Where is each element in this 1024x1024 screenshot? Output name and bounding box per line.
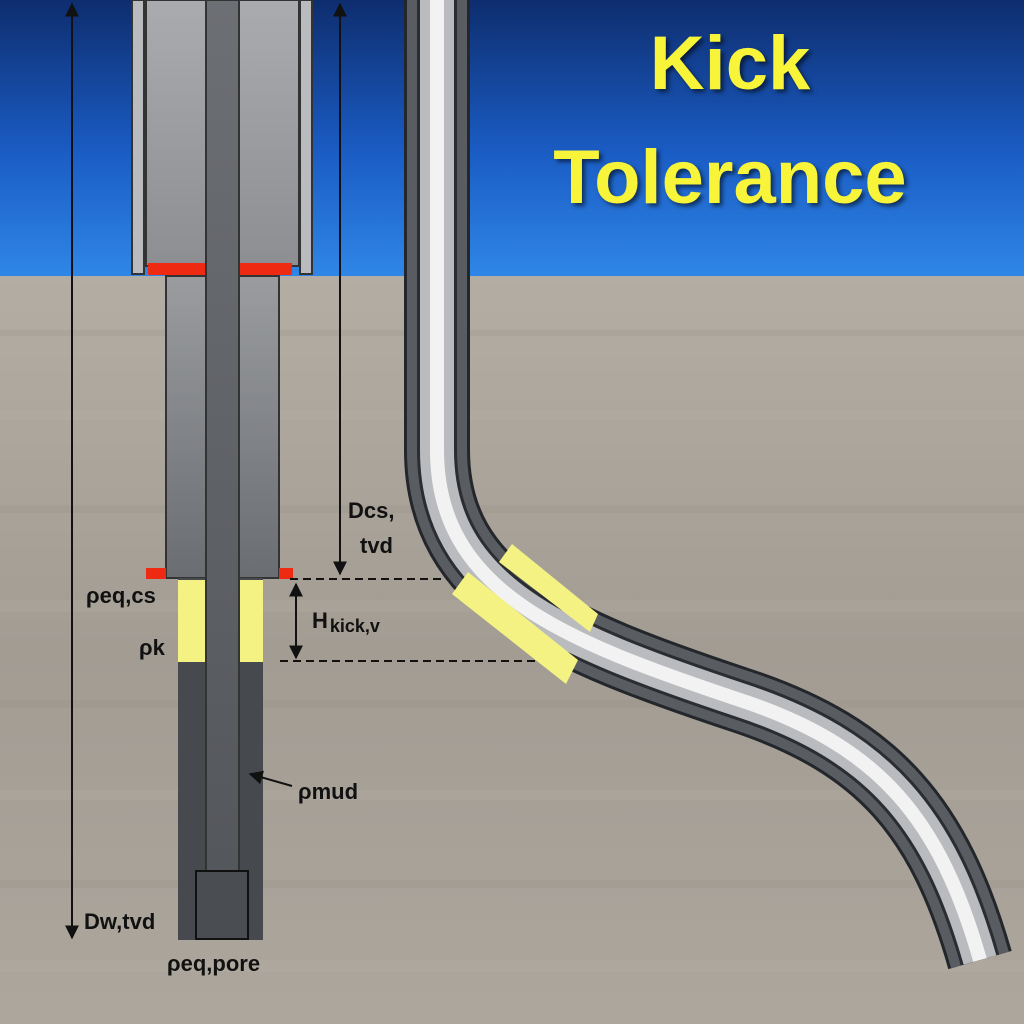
dw-tvd-label: Dw,tvd xyxy=(84,909,156,934)
rho-k-label: ρk xyxy=(139,635,165,660)
title-line-2: Tolerance xyxy=(553,135,907,220)
outer-casing-left-wall xyxy=(131,0,145,275)
drill-bit xyxy=(195,870,249,940)
intermediate-casing-left xyxy=(165,275,207,579)
drill-pipe xyxy=(205,0,240,873)
deviated-kick-zone-upper xyxy=(499,544,598,632)
intermediate-casing-shoe-right xyxy=(279,568,293,579)
outer-casing-shoe-right xyxy=(240,263,292,275)
ground-texture xyxy=(0,330,1024,972)
intermediate-casing-shoe-left xyxy=(146,568,166,579)
h-kick-label-main: H xyxy=(312,608,328,633)
kick-zone-left xyxy=(178,580,206,662)
outer-casing-annulus-right xyxy=(238,0,300,267)
title-line-1: Kick xyxy=(649,21,811,106)
h-kick-label-subscript: kick,v xyxy=(329,616,380,636)
intermediate-casing-right xyxy=(238,275,280,579)
outer-casing-shoe-left xyxy=(148,263,205,275)
deviated-well-pipe-highlight xyxy=(430,0,987,962)
rho-mud-pointer xyxy=(248,770,293,787)
deviated-kick-zone-lower xyxy=(452,572,578,684)
dcs-label-line2: tvd xyxy=(360,533,393,558)
rho-eq-cs-label: ρeq,cs xyxy=(86,583,156,608)
outer-casing-annulus-left xyxy=(145,0,207,267)
deviated-well xyxy=(404,0,1012,970)
outer-casing-right-wall xyxy=(299,0,313,275)
dcs-label-line1: Dcs, xyxy=(348,498,395,523)
rho-mud-label: ρmud xyxy=(298,779,359,804)
kick-zone-right xyxy=(239,580,263,662)
rho-eq-pore-label: ρeq,pore xyxy=(167,951,261,976)
